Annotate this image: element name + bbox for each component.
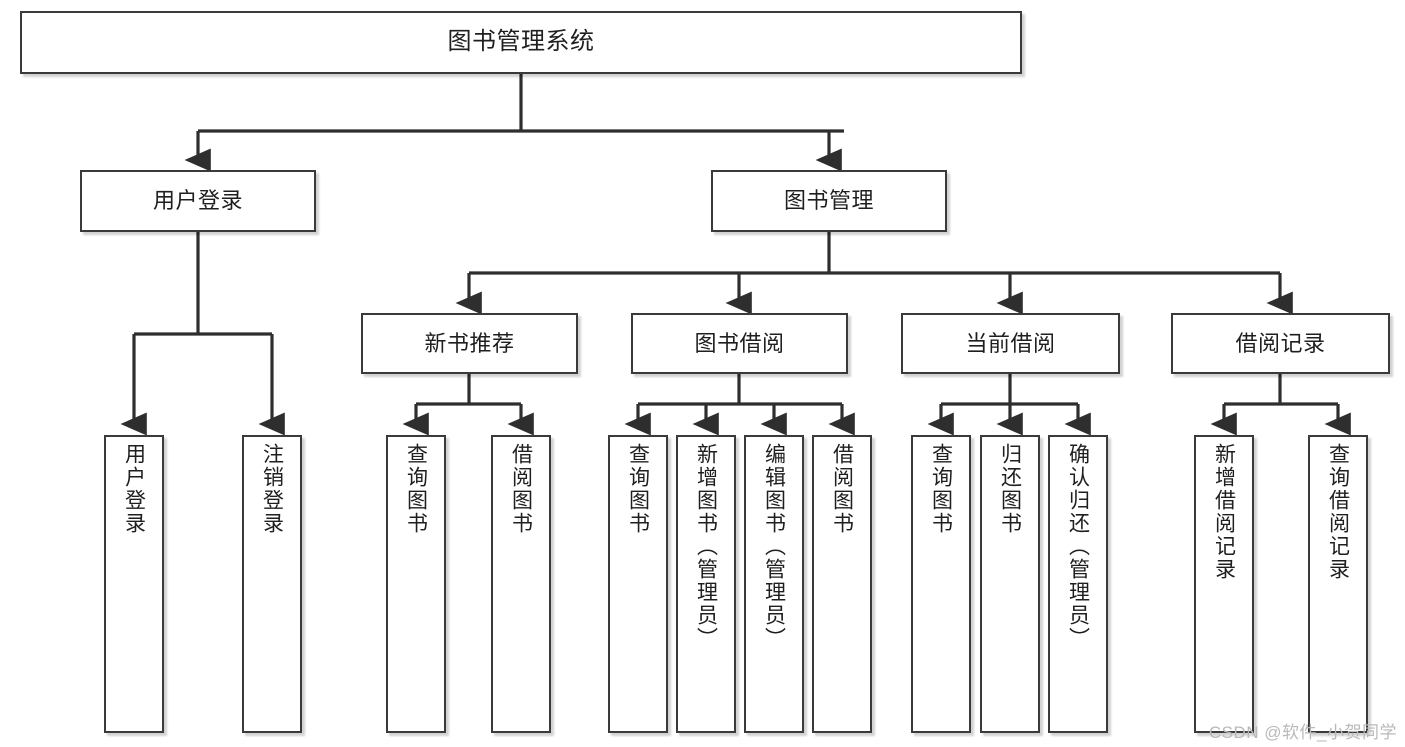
node-label: 确认归还（管理员） xyxy=(1066,443,1090,650)
node-label: 查询图书 xyxy=(626,443,650,535)
node-label: 新增借阅记录 xyxy=(1212,443,1236,581)
leaf-book-borrow-edit[interactable]: 编辑图书（管理员） xyxy=(744,435,804,733)
node-current-borrow[interactable]: 当前借阅 xyxy=(901,313,1120,374)
node-new-book-recommend[interactable]: 新书推荐 xyxy=(361,313,578,374)
node-label: 图书管理系统 xyxy=(447,28,595,56)
leaf-book-borrow-query[interactable]: 查询图书 xyxy=(608,435,668,733)
node-label: 图书借阅 xyxy=(694,330,785,356)
leaf-current-borrow-query[interactable]: 查询图书 xyxy=(911,435,971,733)
node-label: 图书管理 xyxy=(783,188,874,214)
node-label: 新书推荐 xyxy=(424,330,515,356)
node-label: 归还图书 xyxy=(998,443,1022,535)
leaf-new-book-borrow[interactable]: 借阅图书 xyxy=(491,435,551,733)
node-label: 注销登录 xyxy=(260,443,284,535)
leaf-book-borrow-borrow[interactable]: 借阅图书 xyxy=(812,435,872,733)
leaf-borrow-record-add[interactable]: 新增借阅记录 xyxy=(1194,435,1254,733)
watermark-text: CSDN @软件_小贺同学 xyxy=(1208,723,1397,742)
node-user-login[interactable]: 用户登录 xyxy=(80,170,316,232)
node-label: 借阅记录 xyxy=(1235,330,1326,356)
node-label: 编辑图书（管理员） xyxy=(762,443,786,650)
node-label: 借阅图书 xyxy=(509,443,533,535)
leaf-user-login-logout[interactable]: 注销登录 xyxy=(242,435,302,733)
leaf-current-borrow-confirm-return[interactable]: 确认归还（管理员） xyxy=(1048,435,1108,733)
node-book-management[interactable]: 图书管理 xyxy=(711,170,947,232)
node-book-borrow[interactable]: 图书借阅 xyxy=(631,313,848,374)
leaf-current-borrow-return[interactable]: 归还图书 xyxy=(980,435,1040,733)
node-label: 用户登录 xyxy=(152,188,243,214)
leaf-user-login-login[interactable]: 用户登录 xyxy=(104,435,164,733)
node-label: 新增图书（管理员） xyxy=(694,443,718,650)
node-label: 借阅图书 xyxy=(830,443,854,535)
leaf-borrow-record-query[interactable]: 查询借阅记录 xyxy=(1308,435,1368,733)
leaf-new-book-query[interactable]: 查询图书 xyxy=(386,435,446,733)
node-label: 查询借阅记录 xyxy=(1326,443,1350,581)
node-label: 当前借阅 xyxy=(965,330,1056,356)
node-borrow-record[interactable]: 借阅记录 xyxy=(1171,313,1390,374)
node-root-system[interactable]: 图书管理系统 xyxy=(20,11,1022,74)
node-label: 查询图书 xyxy=(404,443,428,535)
leaf-book-borrow-add[interactable]: 新增图书（管理员） xyxy=(676,435,736,733)
node-label: 查询图书 xyxy=(929,443,953,535)
node-label: 用户登录 xyxy=(122,443,146,535)
